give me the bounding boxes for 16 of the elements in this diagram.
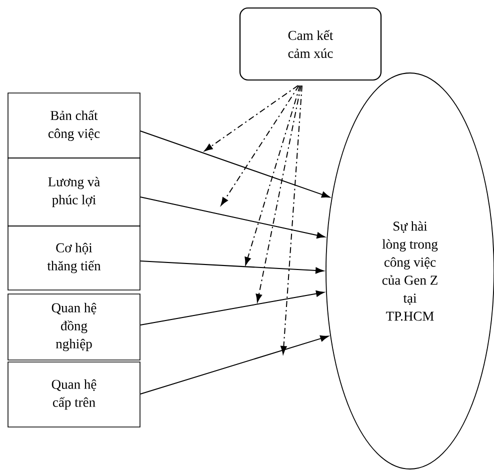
moderating-arrow <box>220 85 300 206</box>
arrow <box>140 290 324 326</box>
moderating-arrow <box>256 85 302 302</box>
factor-box: Cơ hội thăng tiến <box>8 226 140 290</box>
moderator-box: Cam kết cảm xúc <box>239 7 382 81</box>
factor-box: Bản chất công việc <box>8 92 140 158</box>
moderating-arrow <box>280 85 302 354</box>
arrow <box>140 130 330 198</box>
arrow <box>140 260 324 274</box>
factor-box: Quan hệ cấp trên <box>8 362 140 428</box>
moderating-arrow <box>244 85 300 266</box>
arrow <box>140 335 329 394</box>
factor-box: Quan hệ đồng nghiệp <box>8 294 140 360</box>
moderating-arrow <box>204 85 298 152</box>
factor-box: Lương và phúc lợi <box>8 158 140 226</box>
arrow <box>140 196 326 238</box>
